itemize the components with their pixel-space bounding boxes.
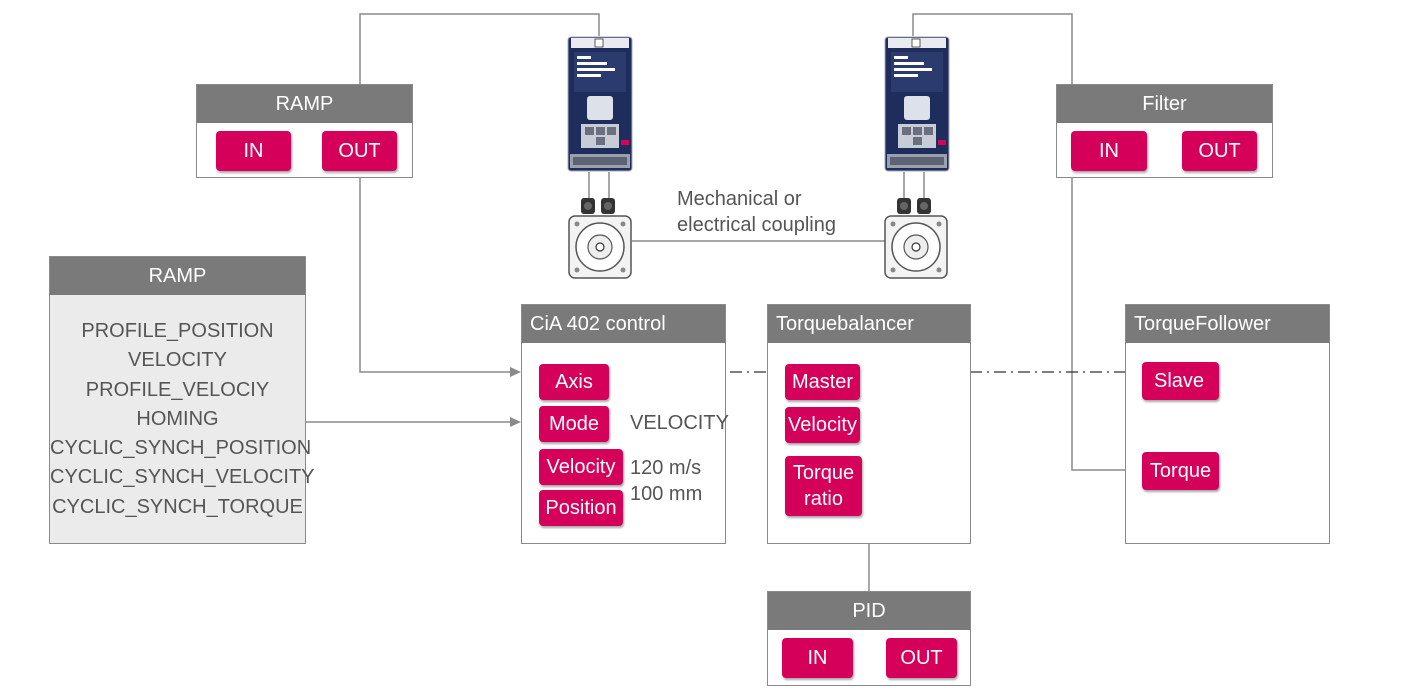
wire-filter-to-torque — [1071, 177, 1142, 471]
torquefollower-title: TorqueFollower — [1126, 305, 1329, 343]
ramp-modes-list: PROFILE_POSITION VELOCITY PROFILE_VELOCI… — [50, 317, 315, 522]
mode-item-profile-velociy[interactable]: PROFILE_VELOCIY — [85, 378, 270, 401]
filter-in-port[interactable]: IN — [1071, 131, 1147, 171]
torque-ratio-line1: Torque — [792, 462, 855, 484]
coupling-label-line2: electrical coupling — [677, 214, 836, 236]
ramp-modes-block: RAMP PROFILE_POSITION VELOCITY PROFILE_V… — [49, 256, 315, 544]
wire-drive2-to-filter — [912, 13, 1073, 84]
torquebalancer-title: Torquebalancer — [768, 305, 970, 343]
mode-item-cyclic-synch-torque[interactable]: CYCLIC_SYNCH_TORQUE — [52, 495, 303, 518]
ramp-out-port[interactable]: OUT — [322, 131, 397, 171]
servo-motor-icon — [568, 198, 632, 279]
cia402-position-port[interactable]: Position — [539, 490, 623, 526]
torquefollower-block: TorqueFollower Slave Torque — [1125, 304, 1330, 544]
cia402-mode-port[interactable]: Mode — [539, 406, 609, 442]
torquebalancer-master-port[interactable]: Master — [785, 364, 860, 400]
torquebalancer-torque-ratio-port[interactable]: Torque ratio — [785, 456, 862, 516]
pid-title: PID — [768, 592, 970, 630]
pid-in-port[interactable]: IN — [782, 638, 853, 678]
pid-out-port[interactable]: OUT — [886, 638, 957, 678]
cia402-axis-port[interactable]: Axis — [539, 364, 609, 400]
filter-block: Filter IN OUT — [1056, 84, 1273, 178]
torquebalancer-block: Torquebalancer Master Velocity Torque ra… — [767, 304, 971, 544]
cia402-control-block: CiA 402 control Axis Mode Velocity Posit… — [521, 304, 729, 544]
ramp-block: RAMP IN OUT — [196, 84, 413, 178]
cia402-title: CiA 402 control — [522, 305, 725, 343]
ramp-block-title: RAMP — [197, 85, 412, 123]
servo-drive-icon — [884, 36, 950, 172]
wire-ramp-to-drive1 — [359, 13, 600, 84]
cia402-velocity-value: 120 m/s — [630, 457, 702, 479]
coupling-label-line1: Mechanical or — [677, 188, 802, 210]
mode-item-cyclic-synch-velocity[interactable]: CYCLIC_SYNCH_VELOCITY — [50, 466, 315, 489]
cia402-position-value: 100 mm — [630, 483, 703, 505]
ramp-modes-title: RAMP — [50, 257, 305, 295]
cia402-mode-value: VELOCITY — [630, 412, 729, 434]
cia402-velocity-port[interactable]: Velocity — [539, 449, 623, 485]
torquebalancer-velocity-port[interactable]: Velocity — [785, 407, 860, 443]
filter-block-title: Filter — [1057, 85, 1272, 123]
wire-ramp-to-axis — [359, 177, 510, 373]
ramp-in-port[interactable]: IN — [216, 131, 291, 171]
torquefollower-slave-port[interactable]: Slave — [1142, 362, 1219, 400]
mode-item-homing[interactable]: HOMING — [136, 407, 219, 430]
pid-block: PID IN OUT — [767, 591, 971, 686]
torquefollower-torque-port[interactable]: Torque — [1142, 452, 1219, 490]
filter-out-port[interactable]: OUT — [1182, 131, 1257, 171]
servo-drive-icon — [567, 36, 633, 172]
servo-motor-icon — [884, 198, 948, 279]
mode-item-profile-position[interactable]: PROFILE_POSITION — [81, 320, 274, 342]
mode-item-cyclic-synch-position[interactable]: CYCLIC_SYNCH_POSITION — [50, 437, 312, 460]
torque-ratio-line2: ratio — [804, 488, 843, 510]
mode-item-velocity[interactable]: VELOCITY — [128, 349, 227, 372]
